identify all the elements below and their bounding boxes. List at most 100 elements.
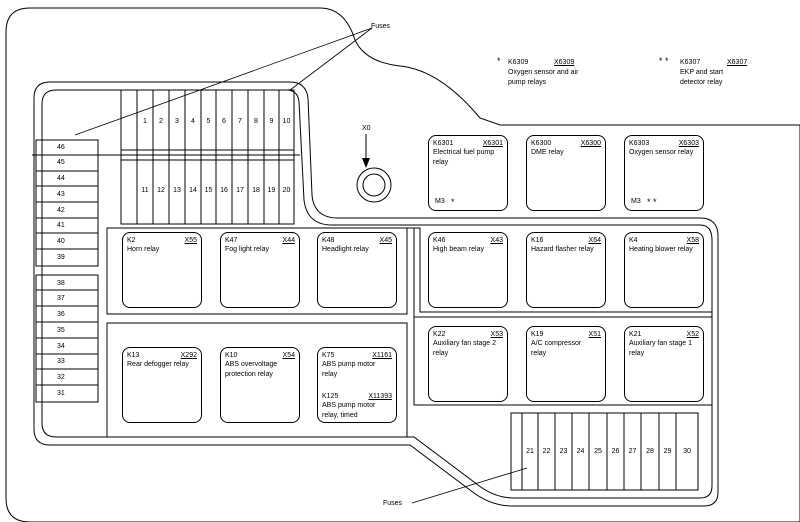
relay-k48: K48 X45 Headlight relay [317, 232, 397, 308]
relay-description-secondary: ABS pump motor relay, timed [322, 402, 376, 419]
fuse-number: 21 [526, 448, 534, 455]
fuse-number: 19 [267, 187, 276, 194]
fuse-number: 45 [57, 159, 65, 166]
fuse-number: 23 [559, 448, 568, 455]
left-fuse-grid [35, 139, 99, 403]
fuse-number: 1 [143, 118, 147, 125]
relay-code: K16 [531, 237, 544, 244]
relay-connector: X53 [490, 331, 503, 338]
legend-k6309-desc: Oxygen sensor and air pump relays [508, 69, 579, 86]
relay-connector: X54 [282, 352, 295, 359]
fuse-number: 12 [157, 187, 165, 194]
fuse-number: 20 [282, 187, 291, 194]
relay-description: Headlight relay [322, 246, 369, 253]
relay-k22: K22 X53 Auxiliary fan stage 2 relay [428, 326, 508, 402]
fuse-number: 11 [141, 187, 149, 194]
relay-code: K21 [629, 331, 642, 338]
relay-k2: K2 X55 Horn relay [122, 232, 202, 308]
relay-mark: M3 [435, 198, 445, 205]
fuse-number: 3 [175, 118, 179, 125]
relay-k75-k125: K75 X1161 ABS pump motor relay K125 X113… [317, 347, 397, 423]
relay-description: A/C compressor relay [531, 340, 582, 357]
relay-description: Auxiliary fan stage 1 relay [629, 340, 693, 357]
relay-connector: X45 [379, 237, 392, 244]
x0-ground-stud [356, 134, 392, 203]
relay-code-secondary: K125 [322, 393, 339, 400]
relay-k21: K21 X52 Auxiliary fan stage 1 relay [624, 326, 704, 402]
fuse-number: 13 [173, 187, 181, 194]
relay-connector: X1161 [372, 352, 392, 359]
fuse-number: 18 [252, 187, 260, 194]
relay-description: High beam relay [433, 246, 484, 253]
legend-k6309-conn: X6309 [554, 59, 575, 66]
legend-single-star: * [497, 56, 501, 66]
relay-description: Electrical fuel pump relay [433, 149, 495, 166]
fuse-number: 9 [269, 118, 274, 125]
relay-connector: X52 [686, 331, 699, 338]
fuse-number: 39 [57, 254, 65, 261]
legend-k6309-code: K6309 [508, 59, 529, 66]
relay-description: Auxiliary fan stage 2 relay [433, 340, 497, 357]
relay-description: Fog light relay [225, 246, 269, 253]
relay-code: K47 [225, 237, 238, 244]
fuse-number: 34 [57, 343, 65, 350]
fuse-number: 6 [222, 118, 226, 125]
relay-code: K6300 [531, 140, 552, 147]
fuse-number: 38 [57, 280, 65, 287]
x0-label: X0 [362, 125, 371, 132]
fuse-number: 27 [628, 448, 637, 455]
relay-k13: K13 X292 Rear defogger relay [122, 347, 202, 423]
relay-k47: K47 X44 Fog light relay [220, 232, 300, 308]
relay-description: DME relay [531, 149, 564, 156]
relay-code: K19 [531, 331, 544, 338]
relay-code: K22 [433, 331, 446, 338]
legend-k6307-conn: X6307 [727, 59, 748, 66]
fuse-number: 10 [282, 118, 291, 125]
fuse-number: 46 [57, 144, 65, 151]
relay-code: K2 [127, 237, 136, 244]
relay-k19: K19 X51 A/C compressor relay [526, 326, 606, 402]
relay-description: Heating blower relay [629, 246, 693, 253]
relay-connector: X43 [490, 237, 503, 244]
fuse-number: 7 [238, 118, 242, 125]
relay-connector-secondary: X11393 [368, 393, 392, 400]
relay-code: K48 [322, 237, 335, 244]
leader-lines [74, 27, 528, 504]
relay-code: K4 [629, 237, 638, 244]
fuse-number: 17 [236, 187, 244, 194]
relay-connector: X6300 [580, 140, 601, 147]
fuse-number: 14 [189, 187, 197, 194]
relay-connector: X64 [588, 237, 601, 244]
relay-description: Oxygen sensor relay [629, 149, 694, 156]
fuse-number: 24 [576, 448, 585, 455]
relay-description: ABS overvoltage protection relay [225, 361, 278, 378]
inner-tray-outline [33, 81, 719, 507]
relay-k6301: K6301 X6301 Electrical fuel pump relay M… [428, 135, 508, 211]
fuse-number: 40 [57, 238, 65, 245]
fuses-bottom-label: Fuses [383, 500, 403, 507]
relay-code: K75 [322, 352, 335, 359]
relay-connector: X44 [282, 237, 295, 244]
relay-k6303: K6303 X6303 Oxygen sensor relay M3 * * [624, 135, 704, 211]
relay-star: * * [647, 197, 657, 207]
fuse-number: 29 [663, 448, 672, 455]
fuse-number: 16 [220, 187, 228, 194]
legend-k6307-code: K6307 [680, 59, 701, 66]
fuse-number: 25 [594, 448, 602, 455]
relay-connector: X6301 [482, 140, 503, 147]
relay-star: * [451, 197, 455, 207]
relay-connector: X6303 [678, 140, 699, 147]
fuse-number: 26 [611, 448, 620, 455]
fuse-number: 44 [57, 175, 65, 182]
fuses-top-label: Fuses [371, 23, 391, 30]
fuse-number: 35 [57, 327, 65, 334]
relay-connector: X55 [184, 237, 197, 244]
relay-k6300: K6300 X6300 DME relay [526, 135, 606, 211]
legend-double-star: * * [659, 56, 669, 66]
fuse-number: 22 [542, 448, 551, 455]
fuse-number: 33 [57, 358, 65, 365]
fuse-number: 43 [57, 191, 65, 198]
relay-code: K10 [225, 352, 238, 359]
fuse-number: 31 [57, 390, 65, 397]
